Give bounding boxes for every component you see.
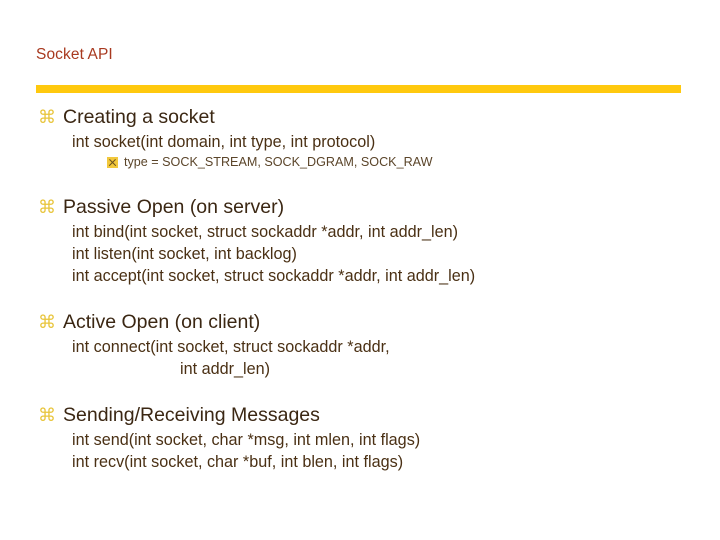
sub-note-label: type = SOCK_STREAM, SOCK_DGRAM, SOCK_RAW xyxy=(124,155,433,169)
title-divider-rule xyxy=(36,85,681,93)
code-line: int socket(int domain, int type, int pro… xyxy=(72,133,376,151)
sub-note: type = SOCK_STREAM, SOCK_DGRAM, SOCK_RAW xyxy=(0,153,720,172)
code-line: int connect(int socket, struct sockaddr … xyxy=(72,338,390,356)
section-spacer xyxy=(0,380,720,402)
code-line-continuation: int addr_len) xyxy=(180,360,270,378)
section-heading-label: Passive Open (on server) xyxy=(63,196,285,218)
section-spacer xyxy=(0,287,720,309)
code-line: int recv(int socket, char *buf, int blen… xyxy=(72,453,404,471)
section-heading: ⌘ Sending/Receiving Messages xyxy=(0,402,720,429)
section-sending-receiving-messages: ⌘ Sending/Receiving Messages int send(in… xyxy=(0,402,720,473)
place-of-interest-icon: ⌘ xyxy=(38,107,56,127)
section-creating-a-socket: ⌘ Creating a socket int socket(int domai… xyxy=(0,104,720,172)
code-line: int bind(int socket, struct sockaddr *ad… xyxy=(72,223,459,241)
place-of-interest-icon: ⌘ xyxy=(38,197,56,217)
section-heading: ⌘ Passive Open (on server) xyxy=(0,194,720,221)
section-heading-label: Sending/Receiving Messages xyxy=(63,404,320,426)
section-heading: ⌘ Creating a socket xyxy=(0,104,720,131)
place-of-interest-icon: ⌘ xyxy=(38,405,56,425)
place-of-interest-icon: ⌘ xyxy=(38,312,56,332)
square-x-icon xyxy=(107,157,118,168)
code-line: int accept(int socket, struct sockaddr *… xyxy=(72,267,476,285)
section-active-open: ⌘ Active Open (on client) int connect(in… xyxy=(0,309,720,380)
page-title: Socket API xyxy=(36,46,113,63)
code-line: int send(int socket, char *msg, int mlen… xyxy=(72,431,421,449)
section-heading-label: Creating a socket xyxy=(63,106,215,128)
section-heading-label: Active Open (on client) xyxy=(63,311,261,333)
section-heading: ⌘ Active Open (on client) xyxy=(0,309,720,336)
slide-body: ⌘ Creating a socket int socket(int domai… xyxy=(0,104,720,473)
section-spacer xyxy=(0,172,720,194)
section-passive-open: ⌘ Passive Open (on server) int bind(int … xyxy=(0,194,720,287)
code-line: int listen(int socket, int backlog) xyxy=(72,245,297,263)
